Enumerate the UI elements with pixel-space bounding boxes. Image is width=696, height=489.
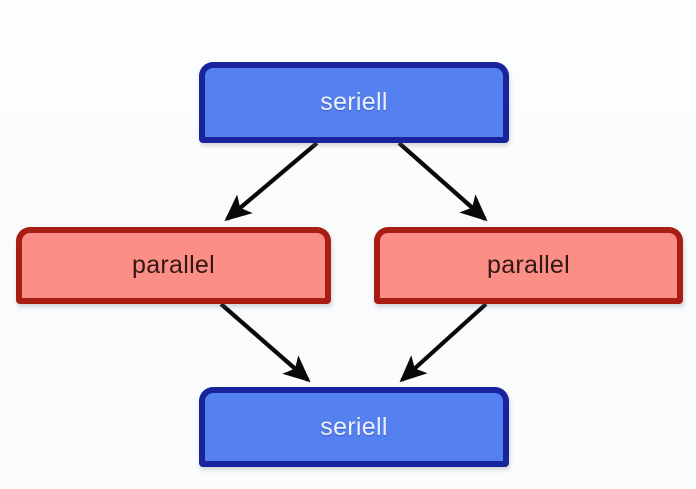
- node-serial-top[interactable]: seriell: [199, 62, 509, 143]
- edge-serial-top-to-parallel-right: [397, 141, 488, 222]
- edge-parallel-left-to-serial-bottom: [219, 302, 311, 383]
- node-serial-bottom-label: seriell: [320, 412, 388, 441]
- node-parallel-left[interactable]: parallel: [16, 227, 331, 304]
- node-parallel-right-label: parallel: [486, 251, 570, 279]
- node-serial-bottom[interactable]: seriell: [199, 387, 509, 467]
- node-parallel-left-label: parallel: [131, 251, 215, 279]
- edge-serial-top-to-parallel-left: [224, 141, 319, 222]
- node-serial-top-label: seriell: [320, 88, 388, 116]
- edge-parallel-right-to-serial-bottom: [399, 302, 488, 383]
- node-parallel-right[interactable]: parallel: [374, 227, 683, 304]
